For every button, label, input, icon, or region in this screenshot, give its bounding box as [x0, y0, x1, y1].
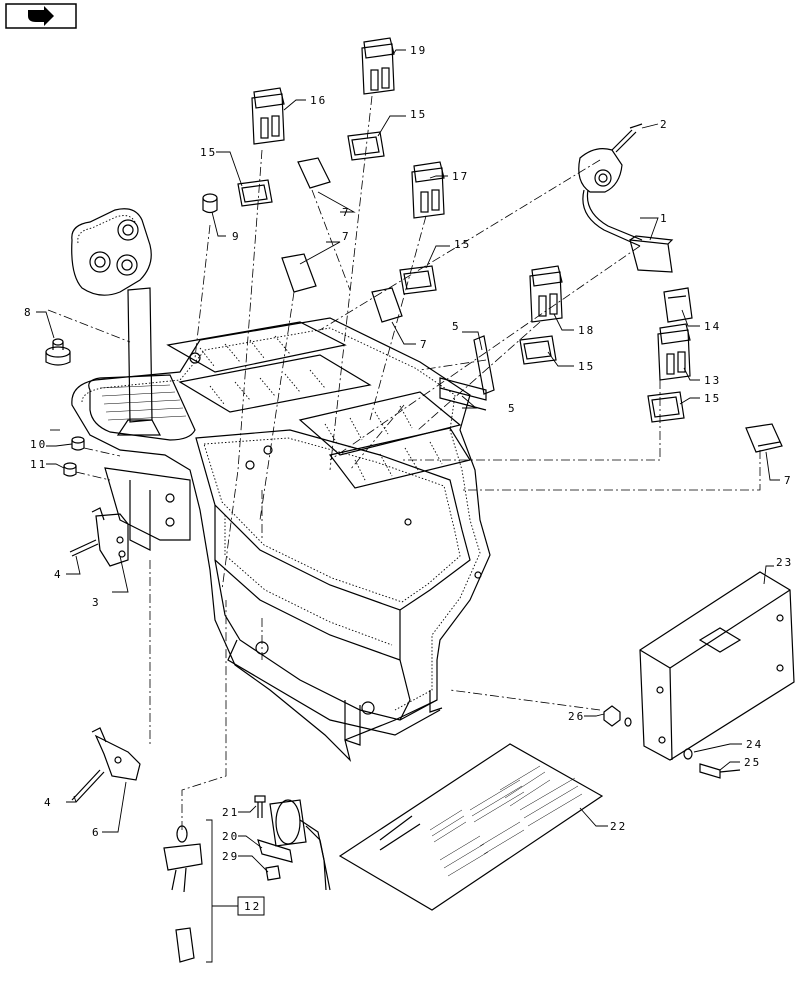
callout-10: 10	[30, 438, 47, 451]
leader-lines	[36, 49, 780, 963]
callout-17: 17	[452, 170, 469, 183]
callout-21: 21	[222, 806, 239, 819]
nut-26	[603, 705, 632, 727]
callout-26: 26	[568, 710, 585, 723]
callout-15a: 15	[200, 146, 217, 159]
callout-22: 22	[610, 820, 627, 833]
callout-4a: 4	[54, 568, 63, 581]
nut-29	[265, 865, 281, 881]
callout-7c: 7	[420, 338, 429, 351]
screw-21	[254, 795, 266, 818]
callout-4b: 4	[44, 796, 53, 809]
knob-sensor-2	[578, 123, 643, 193]
cap-part-11	[63, 462, 77, 477]
callout-18: 18	[578, 324, 595, 337]
rocker-switch-17	[411, 161, 445, 219]
knob-part-8	[45, 338, 71, 366]
control-module-23	[639, 571, 795, 761]
rocker-switch-18	[529, 265, 563, 323]
callout-15e: 15	[704, 392, 721, 405]
callout-9: 9	[232, 230, 241, 243]
bracket-5	[439, 335, 495, 411]
washer-24	[683, 748, 693, 760]
callout-3: 3	[92, 596, 101, 609]
microswitch-6	[91, 727, 141, 781]
rocker-switch-16	[251, 87, 285, 145]
microswitch-3	[91, 507, 129, 567]
harness-connector-1	[582, 189, 674, 273]
callout-11: 11	[30, 458, 47, 471]
blank-plug-7	[281, 157, 783, 453]
callout-7b: 7	[342, 230, 351, 243]
screw-4b	[71, 769, 105, 803]
callout-15c: 15	[454, 238, 471, 251]
callout-7d: 7	[784, 474, 793, 487]
screw-4a	[69, 539, 99, 557]
console-body	[71, 317, 491, 762]
plug-part-9	[202, 193, 218, 214]
callout-5a: 5	[452, 320, 461, 333]
joystick-handle	[71, 208, 161, 436]
callout-25: 25	[744, 756, 761, 769]
callout-29: 29	[222, 850, 239, 863]
next-page-icon[interactable]	[5, 3, 77, 29]
callout-15d: 15	[578, 360, 595, 373]
callout-12: 12	[244, 900, 261, 913]
callout-6: 6	[92, 826, 101, 839]
callout-12-box	[237, 896, 265, 916]
rocker-cap-14	[663, 287, 693, 323]
callout-23: 23	[776, 556, 793, 569]
callout-14: 14	[704, 320, 721, 333]
cap-part-10	[71, 436, 85, 451]
rocker-switch-13	[657, 323, 691, 381]
callout-8: 8	[24, 306, 33, 319]
assembly-lines	[47, 95, 761, 830]
callout-20: 20	[222, 830, 239, 843]
bolt-25	[699, 763, 741, 779]
callout-19: 19	[410, 44, 427, 57]
callout-13: 13	[704, 374, 721, 387]
callout-16: 16	[310, 94, 327, 107]
rocker-switch-19	[361, 37, 395, 95]
callout-15b: 15	[410, 108, 427, 121]
callout-1: 1	[660, 212, 669, 225]
decal-sheet-22	[338, 743, 604, 911]
gasket-15	[237, 131, 685, 423]
switch-assembly-12	[163, 825, 203, 963]
callout-24: 24	[746, 738, 763, 751]
callout-5b: 5	[508, 402, 517, 415]
coil-20	[257, 799, 331, 891]
callout-7a: 7	[342, 206, 351, 219]
callout-labels: 1 2 3 4 4 5 5 6 7 7 7 7 8 9 10 11 12 13 …	[24, 44, 793, 913]
callout-2: 2	[660, 118, 669, 131]
